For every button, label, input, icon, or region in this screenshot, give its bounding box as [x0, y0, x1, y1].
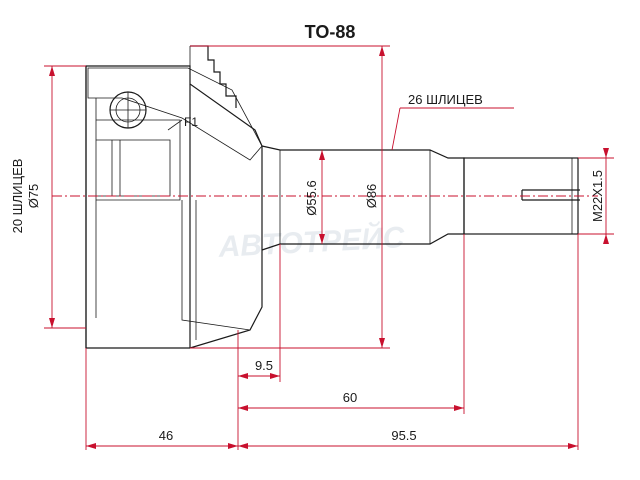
- length-60-label: 60: [343, 390, 357, 405]
- dim-60: [238, 405, 464, 411]
- outer-splines-label: 26 ШЛИЦЕВ: [408, 92, 483, 107]
- dim-46: [86, 443, 238, 449]
- flange-diameter-label: Ø86: [364, 184, 379, 209]
- dim-95-5: [238, 443, 578, 449]
- dim-thread: [578, 148, 614, 244]
- cv-joint-housing: F1: [85, 45, 263, 349]
- length-9-5-label: 9.5: [255, 358, 273, 373]
- spline-callout-leader: [391, 107, 514, 151]
- f1-callout: F1: [184, 115, 198, 129]
- dim-9-5: [238, 373, 280, 379]
- thread-label: M22X1.5: [590, 170, 605, 222]
- dim-shaft-diameter: [319, 150, 325, 244]
- dim-flange-diameter: [190, 45, 390, 349]
- extension-lines: [85, 234, 579, 450]
- outer-diameter-label: Ø75: [26, 184, 41, 209]
- part-number-title: TO-88: [305, 22, 356, 42]
- inner-splines-label: 20 ШЛИЦЕВ: [10, 159, 25, 234]
- length-95-5-label: 95.5: [391, 428, 416, 443]
- shaft-diameter-label: Ø55.6: [304, 180, 319, 215]
- watermark: ABTOTPEЙC: [217, 219, 407, 264]
- dim-outer-diameter: [44, 65, 86, 329]
- length-46-label: 46: [159, 428, 173, 443]
